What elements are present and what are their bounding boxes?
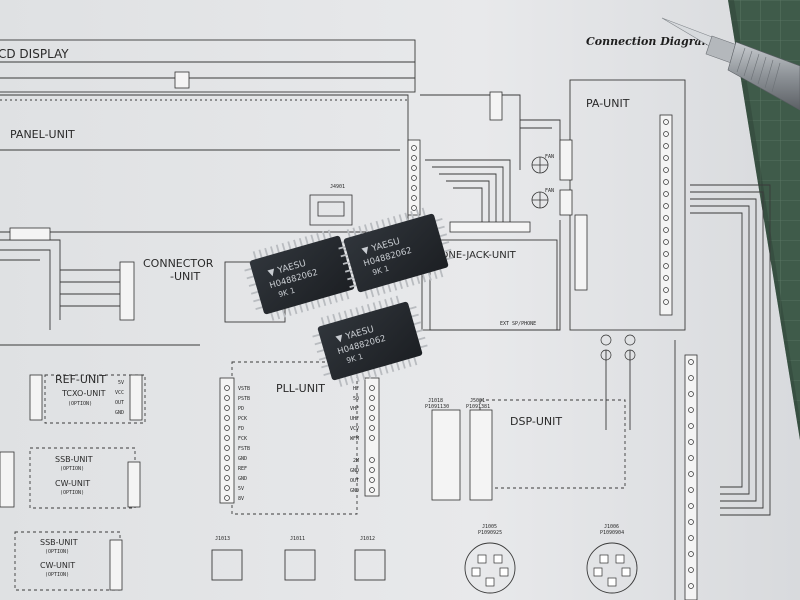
pll-pin: FCK <box>238 436 247 442</box>
chip-1-pins <box>244 229 360 321</box>
ref-pin: GND <box>115 410 124 416</box>
lcd-display-label: CD DISPLAY <box>0 47 69 61</box>
pll-pin: GND <box>350 488 359 494</box>
chip-2-pins <box>338 207 454 299</box>
pll-pin: PSTB <box>238 396 250 402</box>
ref-j5001: J5001 <box>470 398 485 404</box>
pll-pin: OUT <box>350 478 359 484</box>
tcxo-option-label: (OPTION) <box>68 401 92 407</box>
yaesu-logo-icon: ▼ <box>361 245 370 257</box>
fan-icon <box>531 156 549 209</box>
ref-pin-labels: 5V VCC OUT GND <box>115 380 124 416</box>
ref-j1011: J1011 <box>290 536 305 542</box>
din-connector-icon <box>471 554 631 587</box>
pll-unit-label: PLL-UNIT <box>276 382 325 395</box>
pll-pin: GND <box>238 476 247 482</box>
knife-handle <box>727 41 800 111</box>
ref-p1091381: P1091381 <box>466 404 490 410</box>
pll-pin: 2M <box>353 458 359 464</box>
ssb-unit-label-2: SSB-UNIT <box>40 538 78 547</box>
pll-pin: VSTB <box>238 386 250 392</box>
ref-p1091130: P1091130 <box>425 404 449 410</box>
cw-unit-label: CW-UNIT <box>55 479 90 488</box>
chip-2: ▼ YAESU H04882062 9K 1 <box>338 207 454 299</box>
pll-pin: PCK <box>238 416 247 422</box>
phone-jack-unit-label: HONE-JACK-UNIT <box>433 250 517 261</box>
pll-pin: FSTB <box>238 446 250 452</box>
pll-pin: HF <box>353 386 359 392</box>
cw-option-label-2: (OPTION) <box>45 572 69 578</box>
ref-fan-1: FAN <box>545 154 554 160</box>
panel-unit-label: PANEL-UNIT <box>10 128 75 141</box>
pll-pin: GND <box>350 468 359 474</box>
ref-unit-label: REF-UNIT <box>55 373 106 386</box>
pll-pin-labels-right: HF 50 VHF UHF VCV WFM 2M GND OUT GND <box>350 386 359 494</box>
chip-1-body <box>249 235 355 315</box>
yaesu-logo-icon: ▼ <box>335 333 344 345</box>
ref-j1018: J1018 <box>428 398 443 404</box>
ref-p1090904: P1090904 <box>600 530 624 536</box>
pll-pin: VCV <box>350 426 359 432</box>
ref-j4901: J4901 <box>330 184 345 190</box>
ref-j1013: J1013 <box>215 536 230 542</box>
ssb-option-label-2: (OPTION) <box>45 549 69 555</box>
chip-1: ▼ YAESU H04882062 9K 1 <box>244 229 360 321</box>
ref-j1012: J1012 <box>360 536 375 542</box>
chip-3: ▼ YAESU H04882062 9K 1 <box>312 295 428 387</box>
pll-pin: 50 <box>353 396 359 402</box>
ssb-unit-label: SSB-UNIT <box>55 455 93 464</box>
pll-pin: 8V <box>238 496 244 502</box>
chip-3-pins <box>312 295 428 387</box>
ref-pin: OUT <box>115 400 124 406</box>
cw-unit-label-2: CW-UNIT <box>40 561 75 570</box>
connector-unit-label-2: -UNIT <box>170 270 200 283</box>
ref-pin: VCC <box>115 390 124 396</box>
yaesu-logo-icon: ▼ <box>267 267 276 279</box>
pin-holes <box>224 119 694 589</box>
ref-j1006: J1006 <box>604 524 619 530</box>
connector-unit-label: CONNECTOR <box>143 257 214 270</box>
pll-pin: FD <box>238 426 244 432</box>
ref-pin: 5V <box>118 380 124 386</box>
chip-2-body <box>343 213 449 293</box>
pin-headers <box>0 71 698 600</box>
chip-3-body <box>317 301 423 381</box>
tcxo-unit-label: TCXO-UNIT <box>61 389 106 398</box>
sheet-title: Connection Diagram <box>586 35 713 48</box>
pll-pin-labels-left: VSTB PSTB PD PCK FD FCK FSTB GND REF GND… <box>238 386 250 502</box>
pll-pin: 5V <box>238 486 244 492</box>
pll-pin: GND <box>238 456 247 462</box>
ref-j1005: J1005 <box>482 524 497 530</box>
pa-unit-label: PA-UNIT <box>586 97 630 110</box>
pll-pin: VHF <box>350 406 359 412</box>
pll-pin: REF <box>238 466 247 472</box>
ssb-option-label: (OPTION) <box>60 466 84 472</box>
craft-knife-icon <box>661 17 800 111</box>
pll-pin: WFM <box>350 436 359 442</box>
cw-option-label: (OPTION) <box>60 490 84 496</box>
ref-ext-sp: EXT SP/PHONE <box>500 321 536 327</box>
dsp-unit-label: DSP-UNIT <box>510 415 562 428</box>
ref-fan-2: FAN <box>545 188 554 194</box>
paper-shadow-edge <box>728 0 800 440</box>
pll-pin: UHF <box>350 416 359 422</box>
rj-jack-icon <box>309 194 353 226</box>
pll-pin: PD <box>238 406 244 412</box>
ref-p1090925: P1090925 <box>478 530 502 536</box>
